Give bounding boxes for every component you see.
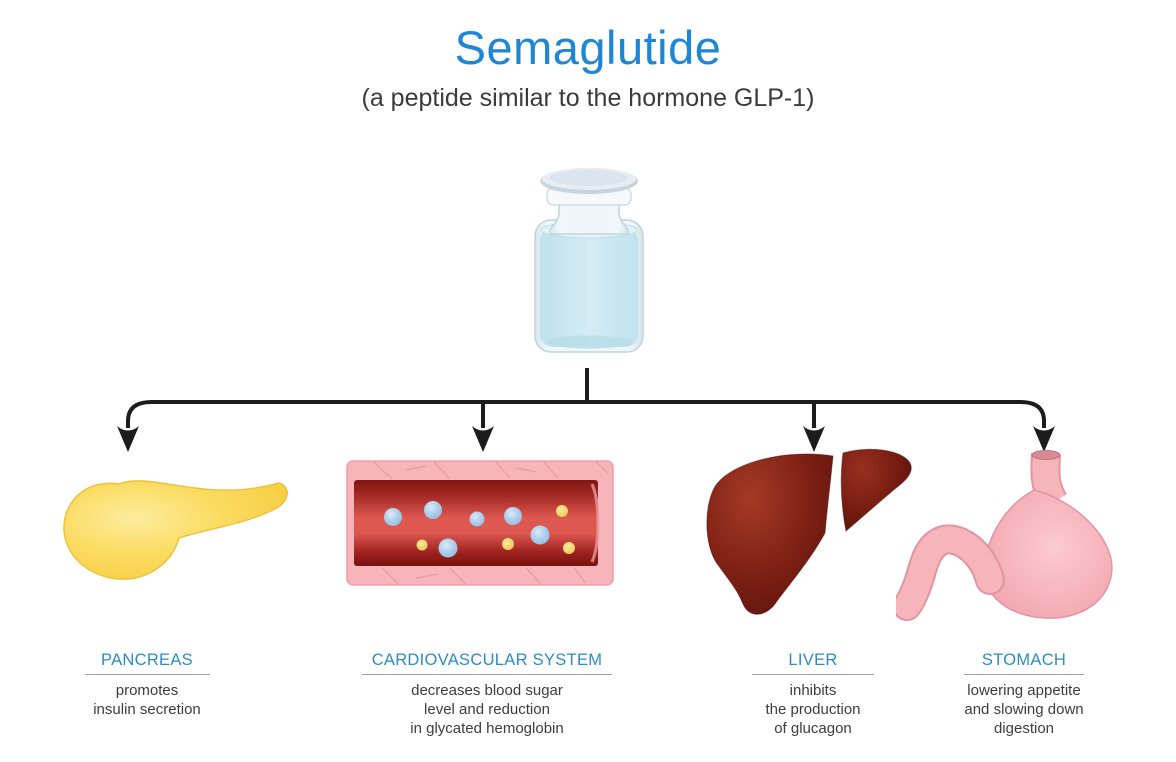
- liver-icon: [706, 448, 912, 615]
- page-subtitle: (a peptide similar to the hormone GLP-1): [361, 84, 815, 112]
- pancreas-label: PANCREAS: [101, 651, 193, 669]
- pancreas-label-underline: [84, 674, 210, 675]
- cardiovascular-label-underline: [362, 674, 612, 675]
- liver-label-block: LIVER inhibits the production of glucago…: [718, 651, 908, 738]
- stomach-label-underline: [964, 674, 1084, 675]
- medication-vial-icon: [534, 168, 644, 353]
- liver-label-underline: [752, 674, 874, 675]
- arrowhead-stomach: [1033, 426, 1055, 452]
- liver-left-lobe: [706, 453, 834, 615]
- liver-label: LIVER: [788, 651, 838, 669]
- cardiovascular-label: CARDIOVASCULAR SYSTEM: [371, 651, 603, 669]
- stomach-label: STOMACH: [981, 651, 1067, 669]
- liver-right-lobe: [840, 448, 912, 532]
- blood-cells: [384, 501, 575, 558]
- arrowhead-liver: [803, 426, 825, 452]
- esophagus-opening: [1031, 450, 1061, 460]
- duodenum: [896, 526, 1003, 619]
- arrowhead-pancreas: [117, 426, 139, 452]
- pancreas-description: promotes insulin secretion: [93, 682, 201, 718]
- vessel-wall-texture: [373, 461, 609, 585]
- pancreas-label-block: PANCREAS promotes insulin secretion: [47, 651, 247, 719]
- stomach-body: [983, 489, 1113, 619]
- pancreas-icon: [63, 480, 288, 580]
- stomach-label-block: STOMACH lowering appetite and slowing do…: [929, 651, 1119, 738]
- cardiovascular-description: decreases blood sugar level and reductio…: [410, 682, 564, 737]
- stomach-description: lowering appetite and slowing down diges…: [964, 682, 1084, 737]
- arrowhead-cardiovascular: [472, 426, 494, 452]
- liver-description: inhibits the production of glucagon: [765, 682, 861, 737]
- cardiovascular-label-block: CARDIOVASCULAR SYSTEM decreases blood su…: [352, 651, 622, 738]
- stomach-icon: [896, 450, 1113, 621]
- page-title: Semaglutide: [454, 21, 722, 74]
- blood-vessel-icon: [346, 460, 614, 586]
- distribution-arrows: [117, 368, 1055, 452]
